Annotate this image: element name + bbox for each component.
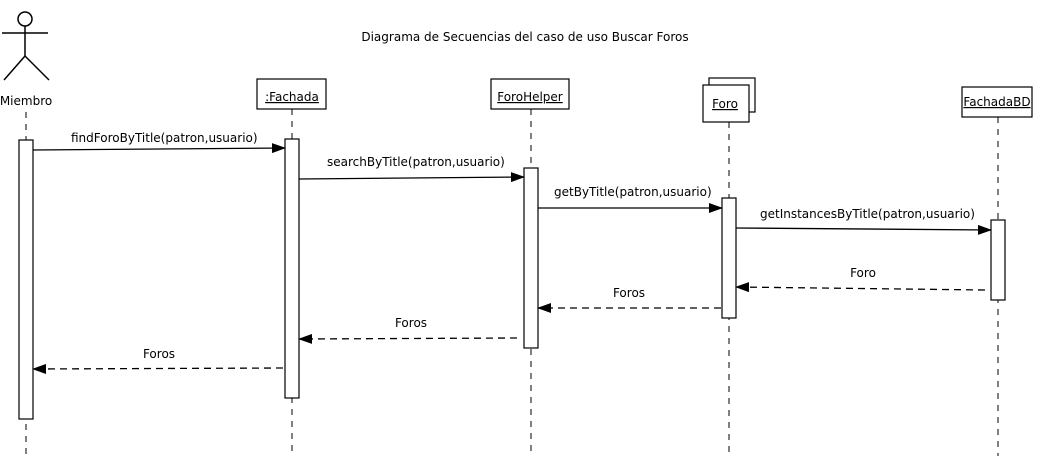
return-3: Foros [298, 316, 518, 344]
return-arrow [32, 363, 284, 374]
diagram-title: Diagrama de Secuencias del caso de uso B… [361, 30, 688, 44]
actor-miembro: Miembro [0, 11, 52, 456]
lifeline-fachada: :Fachada [256, 78, 327, 456]
message-3: getByTitle(patron,usuario) [538, 185, 723, 213]
message-label: searchByTitle(patron,usuario) [327, 155, 505, 169]
message-arrow [32, 143, 286, 154]
object-label: ForoHelper [497, 90, 563, 104]
return-label: Foros [143, 347, 175, 361]
return-label: Foros [395, 316, 427, 330]
object-label: Foro [712, 97, 738, 111]
return-4: Foros [32, 347, 284, 374]
message-2: searchByTitle(patron,usuario) [298, 155, 525, 183]
message-arrow [735, 224, 992, 235]
activation-miembro [18, 139, 34, 420]
return-arrow [735, 282, 986, 293]
lifeline-fachadabd: FachadaBD [961, 86, 1033, 456]
return-label: Foro [850, 266, 876, 280]
message-4: getInstancesByTitle(patron,usuario) [735, 207, 992, 235]
activation-foro [721, 197, 737, 319]
message-label: getByTitle(patron,usuario) [554, 185, 712, 199]
object-box [256, 78, 327, 110]
lifeline-forohelper: ForoHelper [490, 78, 570, 456]
activation-fachada [284, 138, 300, 399]
object-box [961, 86, 1033, 118]
message-label: findForoByTitle(patron,usuario) [71, 131, 258, 145]
return-arrow [298, 333, 518, 344]
actor-label: Miembro [0, 94, 52, 108]
object-label: FachadaBD [963, 95, 1030, 109]
return-1: Foro [735, 266, 986, 293]
return-label: Foros [613, 286, 645, 300]
object-box [702, 84, 750, 123]
message-1: findForoByTitle(patron,usuario) [32, 131, 286, 154]
return-2: Foros [537, 286, 721, 313]
object-box [490, 78, 570, 110]
activation-forohelper [523, 167, 539, 349]
object-label: :Fachada [265, 90, 319, 104]
lifeline-foro: Foro [702, 77, 756, 456]
message-label: getInstancesByTitle(patron,usuario) [760, 207, 975, 221]
message-arrow [298, 172, 525, 183]
activation-fachadabd [990, 219, 1006, 301]
stick-figure-icon [2, 11, 50, 81]
